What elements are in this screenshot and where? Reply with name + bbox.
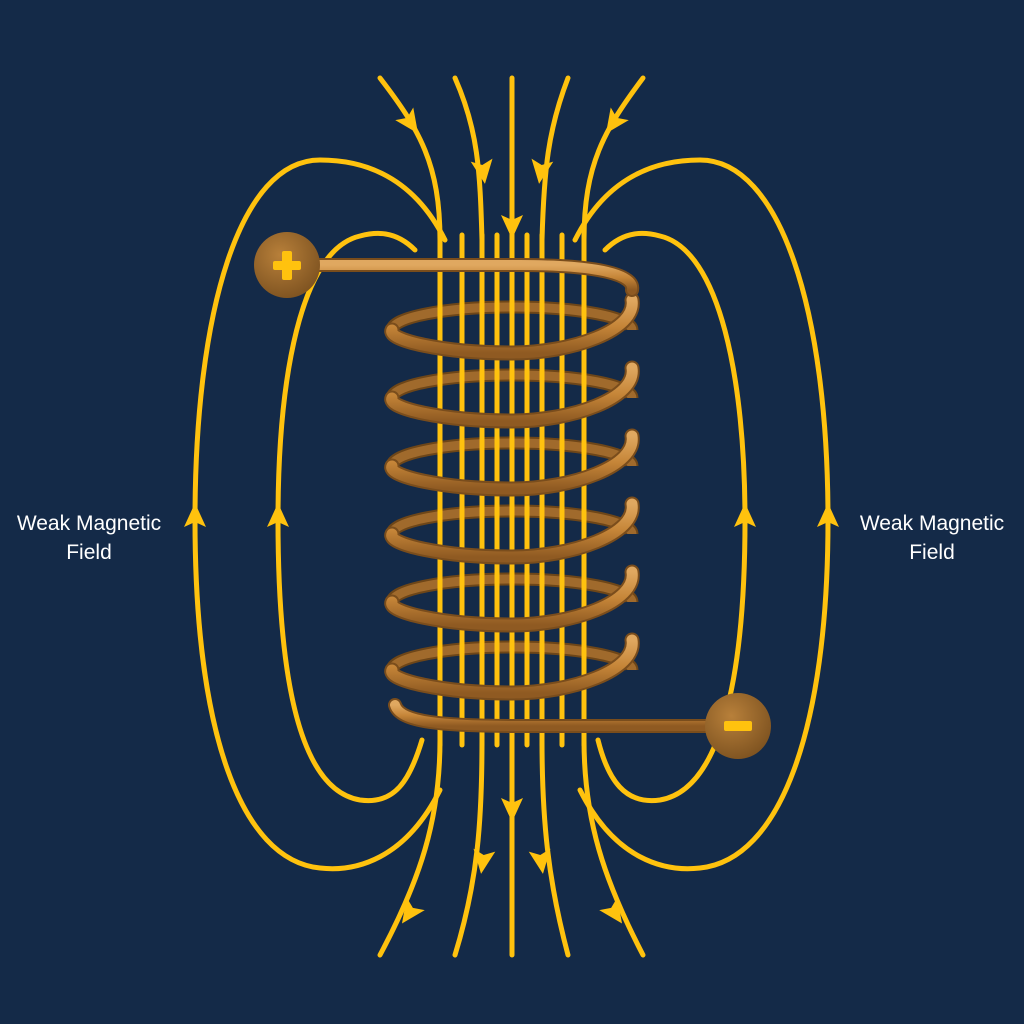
arrow-icon xyxy=(528,848,551,874)
coil-turn-front-core xyxy=(386,362,638,427)
arrow-icon xyxy=(599,897,623,924)
field-line-top-1 xyxy=(377,75,443,243)
field-line-top-5 xyxy=(581,75,646,243)
field-direction-arrows xyxy=(184,107,839,924)
field-line-top-2 xyxy=(452,75,485,243)
left-field-label: Weak Magnetic Field xyxy=(0,509,189,567)
arrow-icon xyxy=(267,503,289,527)
arrow-icon xyxy=(395,107,419,134)
left-field-label-line2: Field xyxy=(66,541,112,564)
coil-front xyxy=(384,292,640,701)
coil-turn-front-core xyxy=(386,430,638,495)
arrow-icon xyxy=(605,107,629,134)
right-field-label-line1: Weak Magnetic xyxy=(859,512,1005,535)
arrow-icon xyxy=(501,215,523,239)
arrow-icon xyxy=(531,158,554,184)
plus-icon xyxy=(273,251,301,280)
field-line-bottom-4 xyxy=(539,737,571,958)
arrow-icon xyxy=(501,798,523,822)
negative-terminal xyxy=(705,693,771,759)
field-line-top-4 xyxy=(539,75,571,243)
left-field-label-line1: Weak Magnetic xyxy=(16,512,162,535)
right-field-label: Weak Magnetic Field xyxy=(832,509,1024,567)
field-line-bottom-1 xyxy=(377,737,443,958)
field-line-bottom-5 xyxy=(581,737,646,958)
field-line-inner-right xyxy=(595,230,748,804)
arrow-icon xyxy=(401,897,425,924)
arrow-icon xyxy=(184,503,206,527)
field-lines xyxy=(192,75,831,958)
field-line-inner-left xyxy=(275,230,425,804)
arrow-icon xyxy=(734,503,756,527)
arrow-icon xyxy=(817,503,839,527)
coil-turn-front-core xyxy=(386,566,638,631)
right-field-label-line2: Field xyxy=(909,541,955,564)
arrow-icon xyxy=(473,848,496,874)
positive-terminal xyxy=(254,232,320,298)
coil-turn-front-core xyxy=(386,294,638,359)
field-line-bottom-2 xyxy=(452,737,485,958)
coil-turn-front-core xyxy=(386,634,638,699)
lead-wires xyxy=(283,258,747,733)
coil-turn-front-core xyxy=(386,498,638,563)
arrow-icon xyxy=(470,158,493,184)
minus-icon xyxy=(724,721,752,731)
